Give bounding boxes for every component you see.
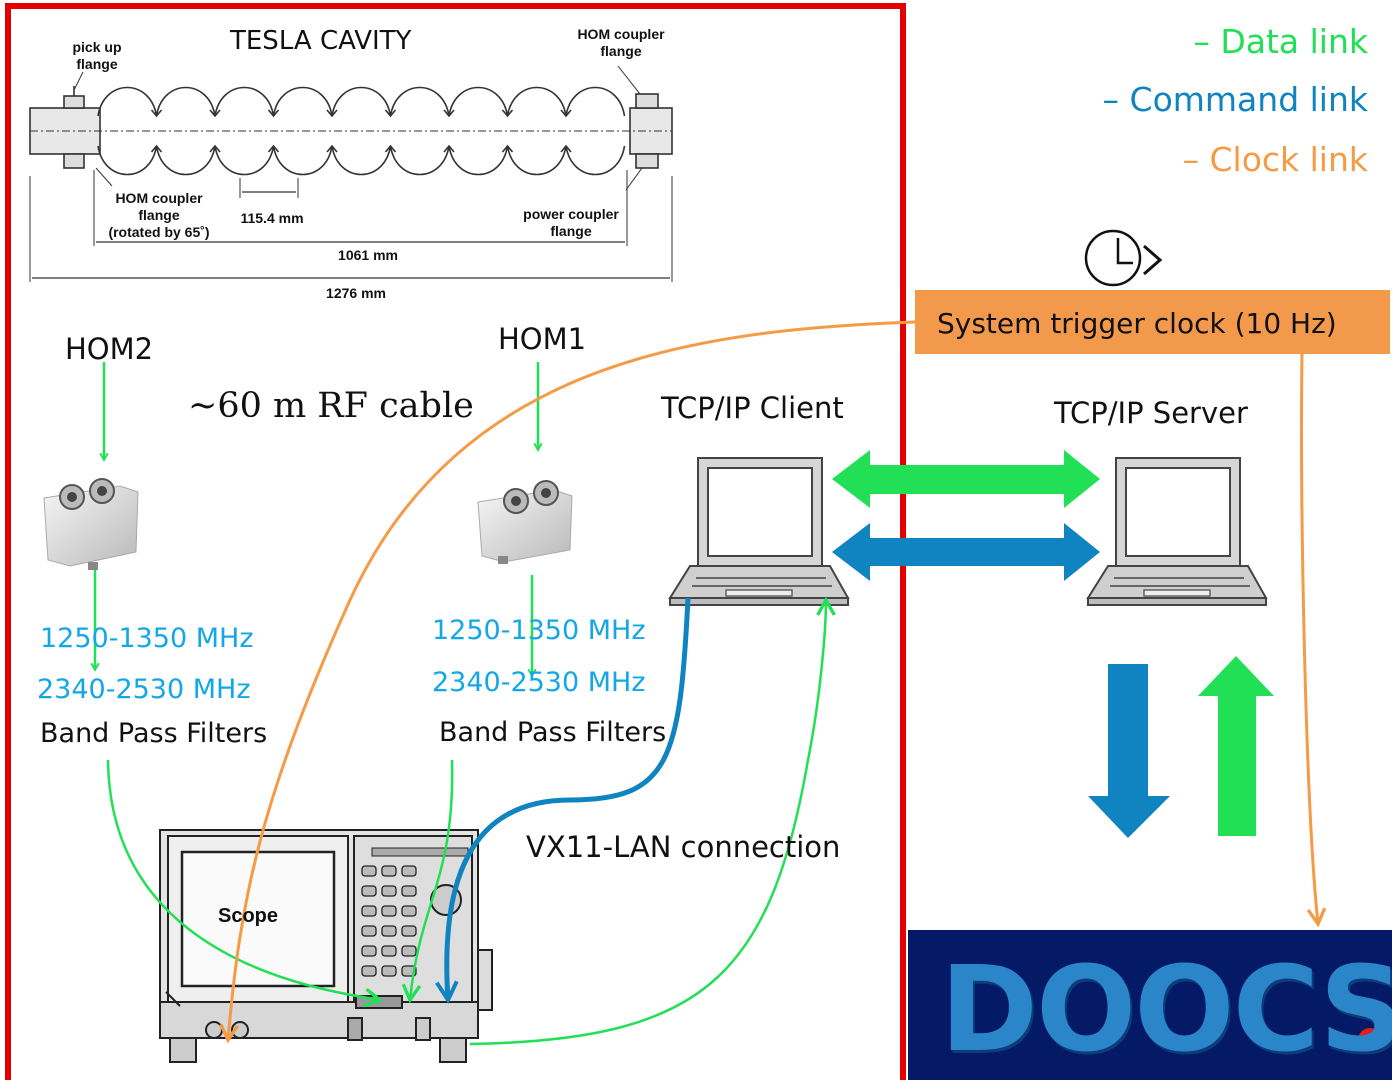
scope-label: Scope: [218, 905, 279, 927]
hom2-freq2-label: 2340-2530 MHz: [37, 674, 251, 705]
hom2-label: HOM2: [65, 332, 154, 366]
total-length-label: 1276 mm: [326, 285, 386, 301]
hom1-freq1-label: 1250-1350 MHz: [432, 615, 646, 646]
tcp-server-laptop-icon: [1086, 457, 1268, 606]
system-clock-label: System trigger clock (10 Hz): [937, 307, 1337, 340]
system-clock-box: [915, 290, 1390, 354]
active-length-label: 1061 mm: [338, 247, 398, 263]
tcp-client-label: TCP/IP Client: [661, 391, 844, 425]
tesla-cavity-drawing: [29, 65, 673, 282]
clock-links: [228, 320, 1318, 1040]
tcp-client-laptop-icon: [668, 457, 850, 606]
vx11-lan-link: [447, 597, 691, 1000]
command-down-arrow: [1088, 664, 1170, 838]
filter-hom2-icon: [43, 478, 139, 570]
data-links: [95, 362, 826, 1046]
command-double-arrow: [832, 523, 1100, 581]
hom1-filters-label: Band Pass Filters: [439, 717, 667, 748]
legend-command-link: – Command link: [1102, 80, 1368, 119]
data-double-arrow: [832, 450, 1100, 508]
data-up-arrow: [1198, 656, 1274, 836]
filter-hom1-icon: [477, 480, 573, 564]
legend-data-link: – Data link: [1193, 22, 1368, 61]
vx11-lan-label: VX11-LAN connection: [526, 830, 841, 864]
tcp-server-label: TCP/IP Server: [1054, 396, 1248, 430]
legend-clock-link: – Clock link: [1182, 140, 1369, 179]
cell-length-label: 115.4 mm: [240, 210, 304, 226]
hom1-freq2-label: 2340-2530 MHz: [432, 667, 646, 698]
doocs-logo-dot: [1358, 1028, 1382, 1052]
hom1-label: HOM1: [498, 322, 587, 356]
doocs-logo-text: DOOCS: [940, 940, 1392, 1078]
hom2-freq1-label: 1250-1350 MHz: [40, 623, 254, 654]
rf-cable-label: ~60 m RF cable: [188, 386, 474, 426]
hom2-filters-label: Band Pass Filters: [40, 718, 268, 749]
doocs-logo-bg: [908, 930, 1392, 1080]
cavity-title: TESLA CAVITY: [230, 26, 412, 56]
clock-icon: [1084, 229, 1163, 287]
